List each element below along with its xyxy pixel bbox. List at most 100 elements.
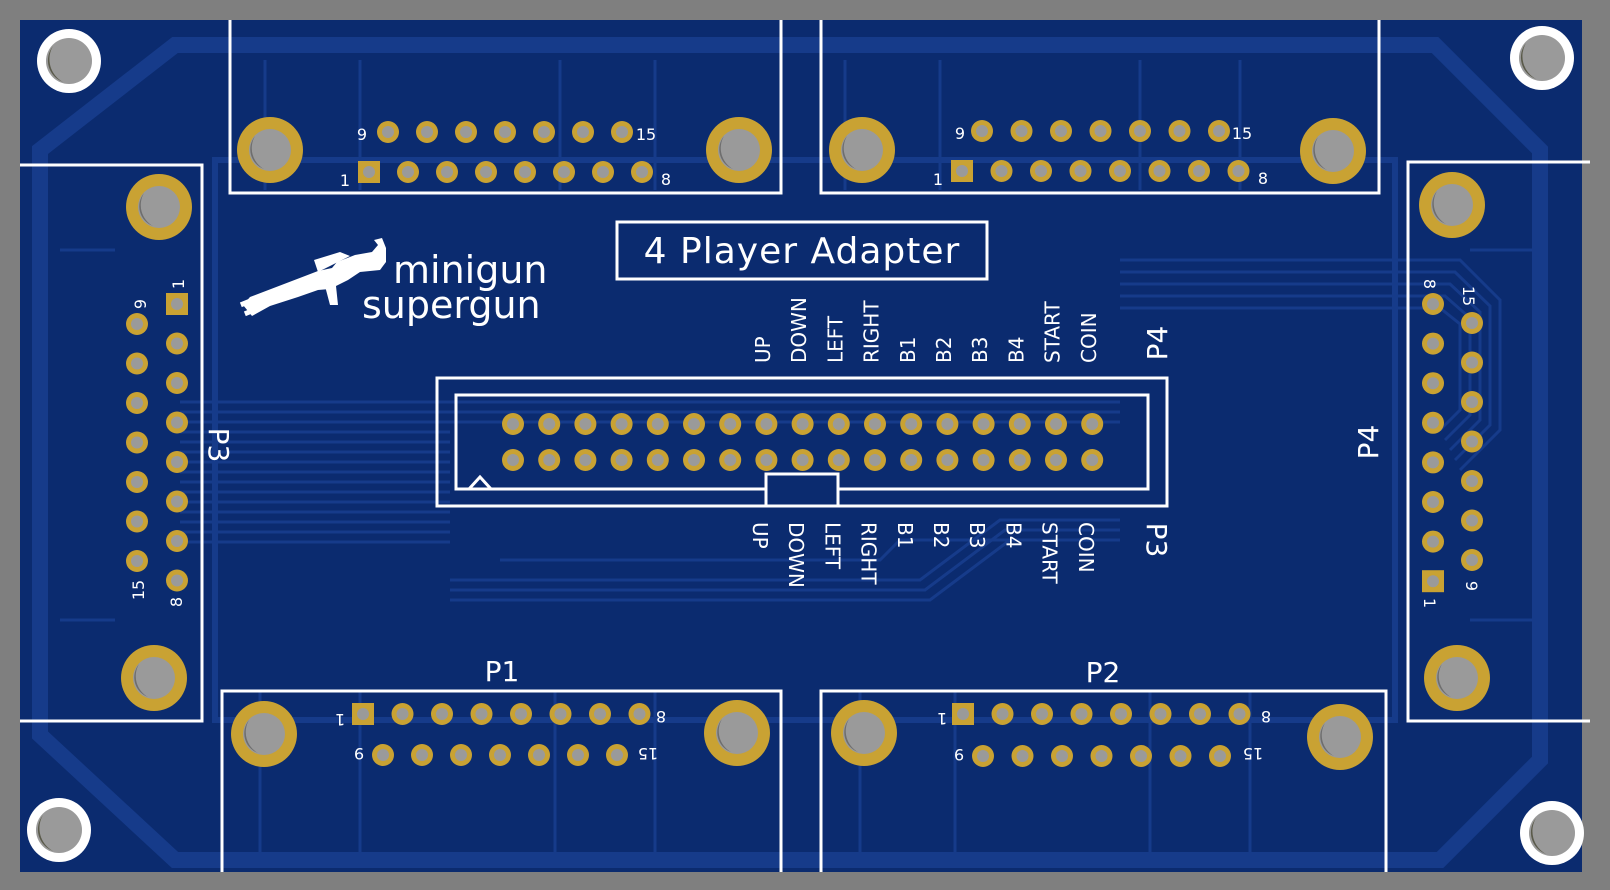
pin-label-1: 1	[937, 709, 947, 728]
solder-pad	[755, 413, 778, 435]
solder-pad	[533, 121, 555, 143]
signal-label-bottom: B3	[965, 522, 989, 548]
solder-pad	[416, 121, 438, 143]
solder-pad	[549, 703, 572, 725]
solder-pad	[372, 744, 394, 766]
pin-label-8: 8	[656, 707, 666, 726]
signal-label-bottom: UP	[748, 522, 772, 549]
pin-label-8: 8	[661, 170, 671, 189]
solder-pad	[1461, 549, 1483, 571]
solder-pad	[567, 744, 589, 766]
solder-pad	[1461, 430, 1483, 453]
solder-pad	[1149, 703, 1172, 725]
connector-label-p3: P3	[202, 428, 235, 463]
signal-label-bottom: START	[1038, 522, 1062, 584]
signal-label-top: B4	[1004, 337, 1028, 363]
solder-pad	[494, 121, 516, 143]
solder-pad	[1129, 120, 1151, 142]
solder-pad	[936, 449, 959, 471]
connector-label-p2: P2	[1086, 656, 1121, 689]
solder-pad	[606, 744, 628, 766]
solder-pad	[126, 510, 148, 533]
solder-pad	[514, 161, 536, 183]
minigun-graphic-icon	[239, 238, 386, 317]
board-title-box: 4 Player Adapter	[615, 220, 989, 281]
solder-pad	[455, 121, 477, 143]
solder-pad	[1069, 160, 1092, 182]
solder-pad	[538, 413, 561, 435]
pin-label-1: 1	[933, 170, 943, 189]
solder-pad	[1010, 120, 1033, 142]
solder-pad	[574, 413, 597, 435]
logo-text-line1: minigun	[393, 248, 548, 292]
corner-mounting-hole-top-right	[1510, 26, 1574, 90]
solder-pad	[990, 160, 1013, 182]
solder-pad	[628, 703, 651, 725]
solder-pad	[1045, 449, 1067, 471]
solder-pad	[900, 413, 923, 435]
solder-pad	[864, 449, 886, 471]
solder-pad	[431, 703, 453, 725]
solder-pad	[719, 413, 742, 435]
solder-pad	[755, 449, 778, 471]
solder-pad	[553, 161, 575, 183]
solder-pad	[610, 449, 633, 471]
solder-pad	[1168, 120, 1191, 142]
solder-pad	[936, 413, 959, 435]
solder-pad	[126, 471, 148, 493]
solder-pad	[1461, 509, 1483, 532]
solder-pad	[1422, 530, 1444, 553]
signal-label-top: DOWN	[787, 297, 811, 363]
solder-pad	[1188, 160, 1210, 182]
header-label-p3: P3	[1140, 523, 1173, 558]
signal-label-top: LEFT	[823, 315, 847, 363]
solder-pad	[166, 490, 188, 513]
solder-pad	[126, 313, 148, 335]
db15-connector-left-p3: 9 1 15 8 P3	[20, 163, 235, 723]
pin-label-9: 9	[131, 299, 150, 309]
solder-pad	[864, 413, 886, 435]
solder-pad	[1109, 160, 1131, 182]
solder-pad	[502, 449, 524, 471]
pin1-square-pad	[952, 703, 974, 725]
solder-pad	[391, 703, 414, 725]
solder-pad	[1461, 391, 1483, 413]
solder-pad	[791, 413, 814, 435]
solder-pad	[1011, 745, 1034, 767]
solder-pad	[1227, 160, 1250, 182]
solder-pad	[1110, 703, 1132, 725]
corner-mounting-hole-bottom-right	[1520, 801, 1584, 865]
solder-pad	[411, 744, 433, 766]
solder-pad	[126, 550, 148, 572]
solder-pad	[827, 449, 850, 471]
db15-connector-top-right: 9 15 1 8	[819, 20, 1381, 195]
solder-pad	[1008, 413, 1031, 435]
copper-traces	[32, 37, 1548, 868]
solder-pad	[126, 431, 148, 454]
solder-pad	[631, 161, 653, 183]
signal-label-bottom: RIGHT	[857, 522, 881, 585]
solder-pad	[126, 352, 148, 375]
solder-pad	[1130, 745, 1152, 767]
solder-pad	[683, 413, 705, 435]
solder-pad	[450, 744, 472, 766]
pin-label-8: 8	[1420, 279, 1439, 289]
pin-label-15: 15	[638, 744, 658, 763]
solder-pad	[1008, 449, 1031, 471]
pin1-square-pad	[1422, 570, 1444, 593]
solder-pad	[126, 392, 148, 414]
pin-label-1: 1	[335, 710, 345, 729]
header-key-notch	[764, 472, 840, 508]
solder-pad	[166, 372, 188, 394]
corner-mounting-hole-top-left	[37, 29, 101, 93]
solder-pad	[538, 449, 561, 471]
solder-pad	[502, 413, 524, 435]
solder-pad	[475, 161, 497, 183]
solder-pad	[166, 569, 188, 592]
solder-pad	[166, 332, 188, 355]
signal-label-bottom: B2	[929, 522, 953, 548]
signal-label-top: B3	[968, 337, 992, 363]
pin-label-15: 15	[1459, 286, 1478, 306]
signal-label-bottom: DOWN	[784, 522, 808, 588]
pin-label-15: 15	[636, 125, 656, 144]
